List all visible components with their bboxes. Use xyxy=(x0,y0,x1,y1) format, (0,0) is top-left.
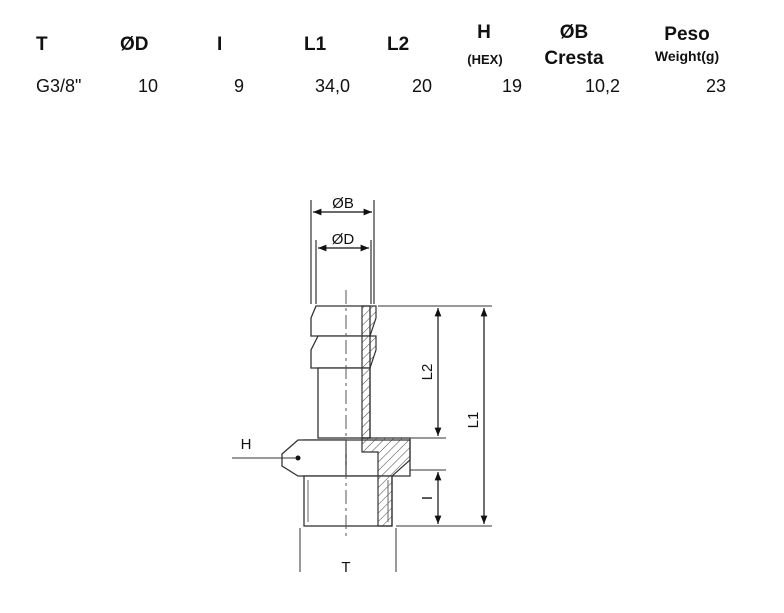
value-h: 19 xyxy=(501,76,522,96)
header-l2: L2 xyxy=(387,34,410,55)
thread-lines xyxy=(307,480,389,522)
header-od: ØD xyxy=(120,34,149,55)
label-l1: L1 xyxy=(465,412,482,429)
label-l: I xyxy=(419,496,436,500)
section-hatch xyxy=(361,305,411,527)
header-t: T xyxy=(36,34,48,55)
value-ob: 10,2 xyxy=(584,76,620,96)
label-ob: ØB xyxy=(332,195,354,212)
header-l: I xyxy=(217,34,223,55)
value-peso: 23 xyxy=(705,76,726,96)
header-ob-sub: Cresta xyxy=(544,48,604,69)
leader-h-dot xyxy=(295,455,301,461)
header-ob: ØB xyxy=(559,22,589,43)
value-t: G3/8" xyxy=(36,76,82,96)
label-l2: L2 xyxy=(419,364,436,381)
header-l1: L1 xyxy=(304,34,327,55)
label-t: T xyxy=(341,559,350,576)
value-od: 10 xyxy=(137,76,158,96)
value-l: 9 xyxy=(233,76,244,96)
spec-table: T ØD I L1 L2 H (HEX) ØB Cresta Peso Weig… xyxy=(0,0,784,110)
value-l1: 34,0 xyxy=(314,76,350,96)
value-l2: 20 xyxy=(411,76,432,96)
header-h: H xyxy=(477,22,491,43)
label-od: ØD xyxy=(332,231,355,248)
label-h: H xyxy=(241,436,252,453)
header-h-sub: (HEX) xyxy=(467,52,503,67)
header-peso-sub: Weight(g) xyxy=(654,48,720,64)
header-peso: Peso xyxy=(664,24,710,45)
